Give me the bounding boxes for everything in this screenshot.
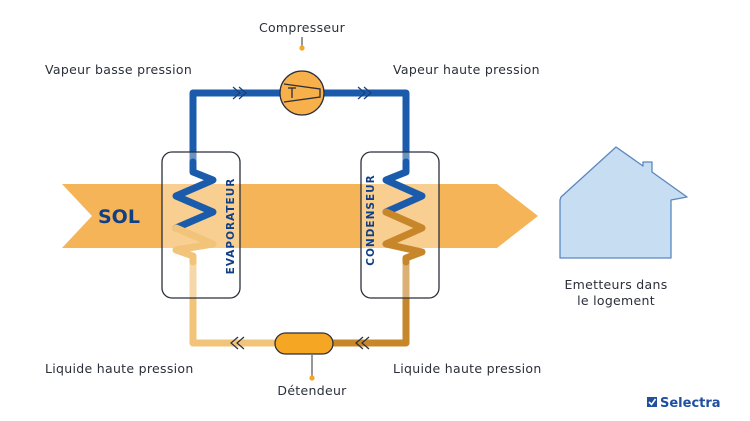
ground-label: SOL — [98, 206, 140, 228]
emitters-label-line1: Emetteurs dans — [564, 277, 667, 292]
compressor-dot — [299, 45, 305, 51]
flow-chevrons-top-right — [357, 86, 372, 100]
condenser-coil-blue — [382, 158, 426, 216]
house-icon — [559, 146, 688, 259]
brand-name: Selectra — [660, 396, 721, 411]
compressor-icon — [283, 83, 321, 103]
condenser-coil-orange — [382, 208, 426, 266]
evaporator-box — [161, 151, 241, 299]
flow-chevrons-bottom-left — [230, 336, 245, 350]
compressor-label: Compresseur — [259, 20, 346, 35]
vapor-low-pipe — [189, 89, 284, 162]
liquid-right-label: Liquide haute pression — [393, 361, 542, 376]
evaporator-coil-orange — [172, 224, 217, 266]
vapor-high-pipe — [320, 89, 410, 162]
flow-chevrons-bottom-right — [355, 336, 370, 350]
checkmark-box-icon — [647, 397, 657, 407]
evaporator-label: EVAPORATEUR — [225, 178, 237, 275]
liquid-low-pipe — [189, 262, 278, 347]
compressor — [279, 70, 325, 116]
liquid-left-label: Liquide haute pression — [45, 361, 194, 376]
condenser-box — [360, 151, 440, 299]
evaporator-coil-blue — [172, 158, 217, 232]
condenser-label: CONDENSEUR — [365, 174, 377, 265]
vapor-low-label: Vapeur basse pression — [45, 62, 192, 77]
expansion-valve-label: Détendeur — [277, 383, 347, 398]
selectra-logo: Selectra — [647, 396, 721, 411]
vapor-high-label: Vapeur haute pression — [393, 62, 540, 77]
emitters-label-line2: le logement — [577, 293, 655, 308]
valve-dot — [309, 375, 315, 381]
expansion-valve — [274, 332, 334, 355]
flow-chevrons-top-left — [232, 86, 247, 100]
